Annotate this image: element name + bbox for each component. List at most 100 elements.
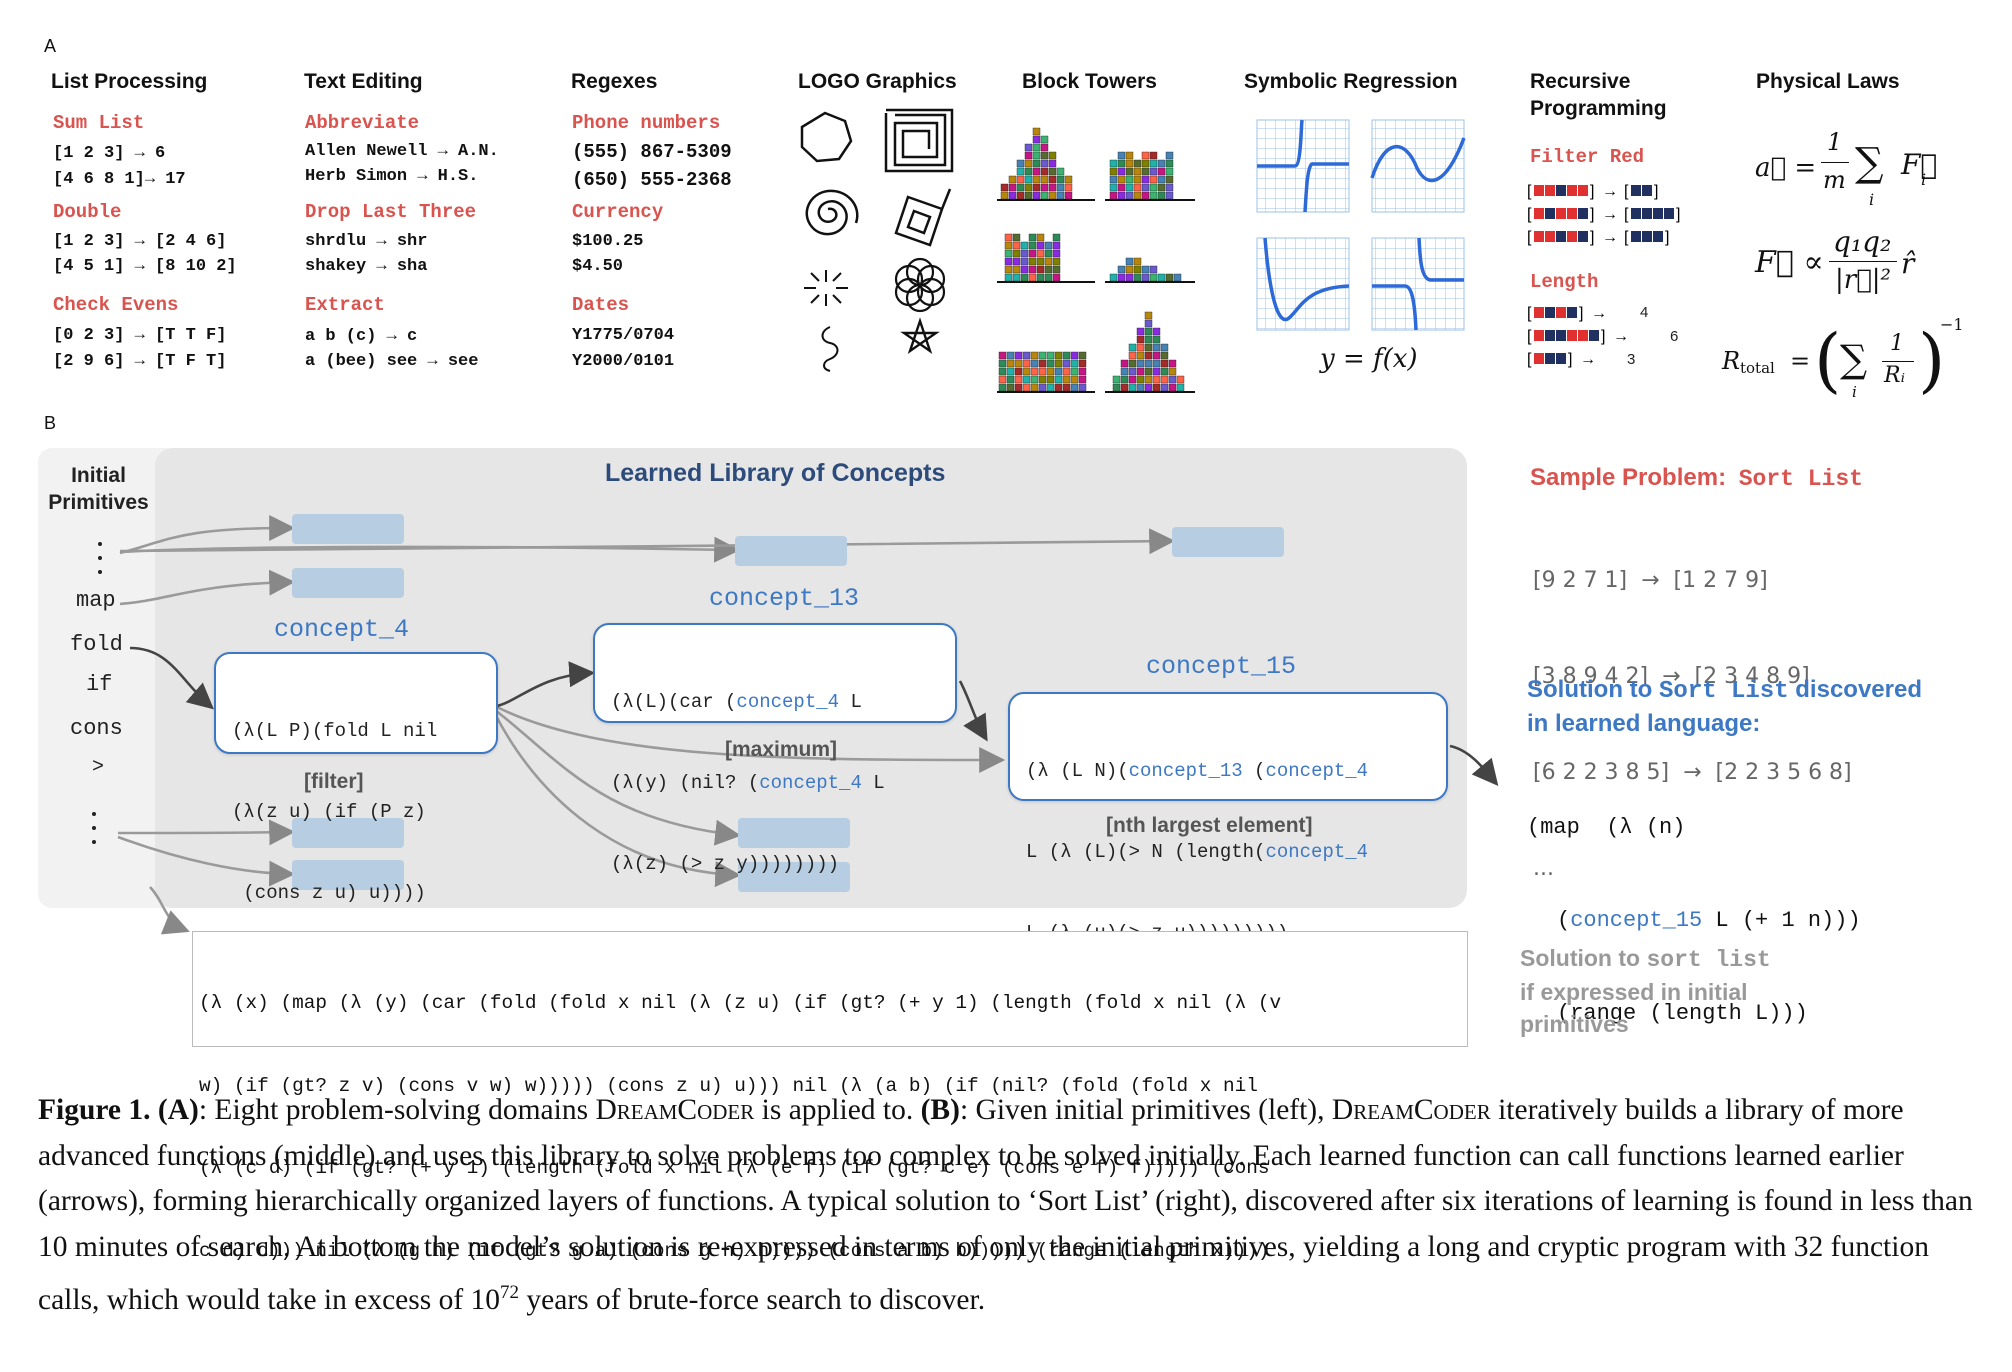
list-glyph: ] — [1654, 183, 1658, 200]
tower-block — [1149, 175, 1158, 184]
symbolic-regression-formula: y = f(x) — [1320, 344, 1418, 374]
list-glyph: [ — [1624, 229, 1629, 246]
tower-block — [1036, 257, 1045, 266]
vertical-ellipsis-bottom — [92, 812, 98, 848]
list-cell — [1534, 353, 1544, 364]
tower-block — [1141, 167, 1150, 176]
list-glyph: [ — [1527, 183, 1532, 200]
tower-block — [1030, 367, 1039, 376]
list-cell — [1567, 307, 1577, 318]
primitive-if: if — [86, 672, 113, 697]
abbreviate-title: Abbreviate — [305, 112, 420, 134]
tower-block — [1078, 367, 1087, 376]
tower-block — [1054, 367, 1063, 376]
currency-example-1: $100.25 — [572, 232, 644, 251]
tower-block — [1036, 233, 1045, 242]
list-glyph: ] — [1579, 305, 1583, 322]
tower-block — [1038, 367, 1047, 376]
tower-block — [1117, 265, 1126, 274]
tower-block — [1117, 167, 1126, 176]
spiral-square-icon — [884, 108, 954, 173]
tower-block — [1046, 351, 1055, 360]
tower-block — [1070, 351, 1079, 360]
double-example-1: [1 2 3] → [2 4 6] — [53, 232, 227, 251]
list-cell — [1545, 330, 1555, 341]
tower-block — [1012, 249, 1021, 258]
primitive-fold: fold — [70, 632, 123, 657]
list-cell — [1642, 231, 1652, 242]
tower-block — [1157, 167, 1166, 176]
currency-title: Currency — [572, 201, 664, 223]
tower-block — [1024, 143, 1033, 152]
phone-example-1: (555) 867-5309 — [572, 141, 732, 163]
tower-block — [1168, 359, 1177, 368]
tower-block — [1036, 249, 1045, 258]
list-glyph: → — [1602, 229, 1618, 246]
list-cell — [1589, 330, 1599, 341]
list-cell — [1556, 353, 1566, 364]
tower-block — [1152, 359, 1161, 368]
list-glyph: [ — [1527, 328, 1532, 345]
tower-block — [1125, 151, 1134, 160]
tower-block — [1054, 351, 1063, 360]
logo-graphics-drawings — [800, 108, 954, 372]
primitive-greater: > — [92, 756, 105, 779]
tower-block — [1008, 175, 1017, 184]
list-glyph: ] — [1601, 328, 1605, 345]
tower-block — [1165, 175, 1174, 184]
tower-block — [1014, 375, 1023, 384]
tower-block — [1012, 265, 1021, 274]
tower-block — [1014, 367, 1023, 376]
tower-block — [998, 367, 1007, 376]
tower-block — [1022, 359, 1031, 368]
tower-block — [1125, 175, 1134, 184]
tower-block — [1024, 175, 1033, 184]
tower-block — [1070, 359, 1079, 368]
recursive-lists: []→[][]→[][]→[][]→[]→[]→ — [1527, 183, 1680, 368]
list-cell — [1567, 208, 1577, 219]
tower-block — [1024, 159, 1033, 168]
list-cell — [1578, 231, 1588, 242]
tower-block — [1152, 367, 1161, 376]
abbreviate-example-2: Herb Simon → H.S. — [305, 167, 479, 186]
tower-block — [1165, 159, 1174, 168]
tower-block — [1144, 367, 1153, 376]
tower-block — [1078, 351, 1087, 360]
concept-4-title: concept_4 — [274, 615, 410, 644]
list-cell — [1534, 231, 1544, 242]
list-cell — [1534, 330, 1544, 341]
initial-primitives-title: Initial Primitives — [48, 464, 149, 514]
length-output-1: 4 — [1640, 304, 1649, 321]
tower-block — [1136, 335, 1145, 344]
tower-block — [1012, 257, 1021, 266]
list-cell — [1631, 185, 1641, 196]
list-glyph: → — [1602, 206, 1618, 223]
list-cell — [1642, 185, 1652, 196]
tower-block — [1048, 151, 1057, 160]
tower-block — [1168, 375, 1177, 384]
filter-red-title: Filter Red — [1530, 146, 1645, 168]
tower-block — [1070, 367, 1079, 376]
equation-coulomb: F⃗ ∝ q₁q₂ |r⃗|² r̂ — [1755, 225, 1915, 295]
tower-block — [1054, 375, 1063, 384]
tower-block — [1144, 375, 1153, 384]
tower-block — [1036, 241, 1045, 250]
tower-block — [1040, 183, 1049, 192]
tower-block — [1028, 257, 1037, 266]
plot-3 — [1256, 237, 1350, 331]
list-glyph: → — [1591, 305, 1607, 322]
tower-block — [1048, 183, 1057, 192]
tower-block — [1036, 265, 1045, 274]
tower-block — [1028, 249, 1037, 258]
length-output-2: 6 — [1670, 328, 1679, 345]
tower-block — [1016, 183, 1025, 192]
tower-block — [1117, 159, 1126, 168]
tower-block — [1128, 343, 1137, 352]
logo-graphics-title: LOGO Graphics — [798, 70, 957, 93]
double-example-2: [4 5 1] → [8 10 2] — [53, 257, 237, 276]
figure-caption: Figure 1. (A): Eight problem-solving dom… — [38, 1094, 1973, 1316]
tower-block — [1064, 175, 1073, 184]
tower-block — [1112, 375, 1121, 384]
list-cell — [1556, 208, 1566, 219]
